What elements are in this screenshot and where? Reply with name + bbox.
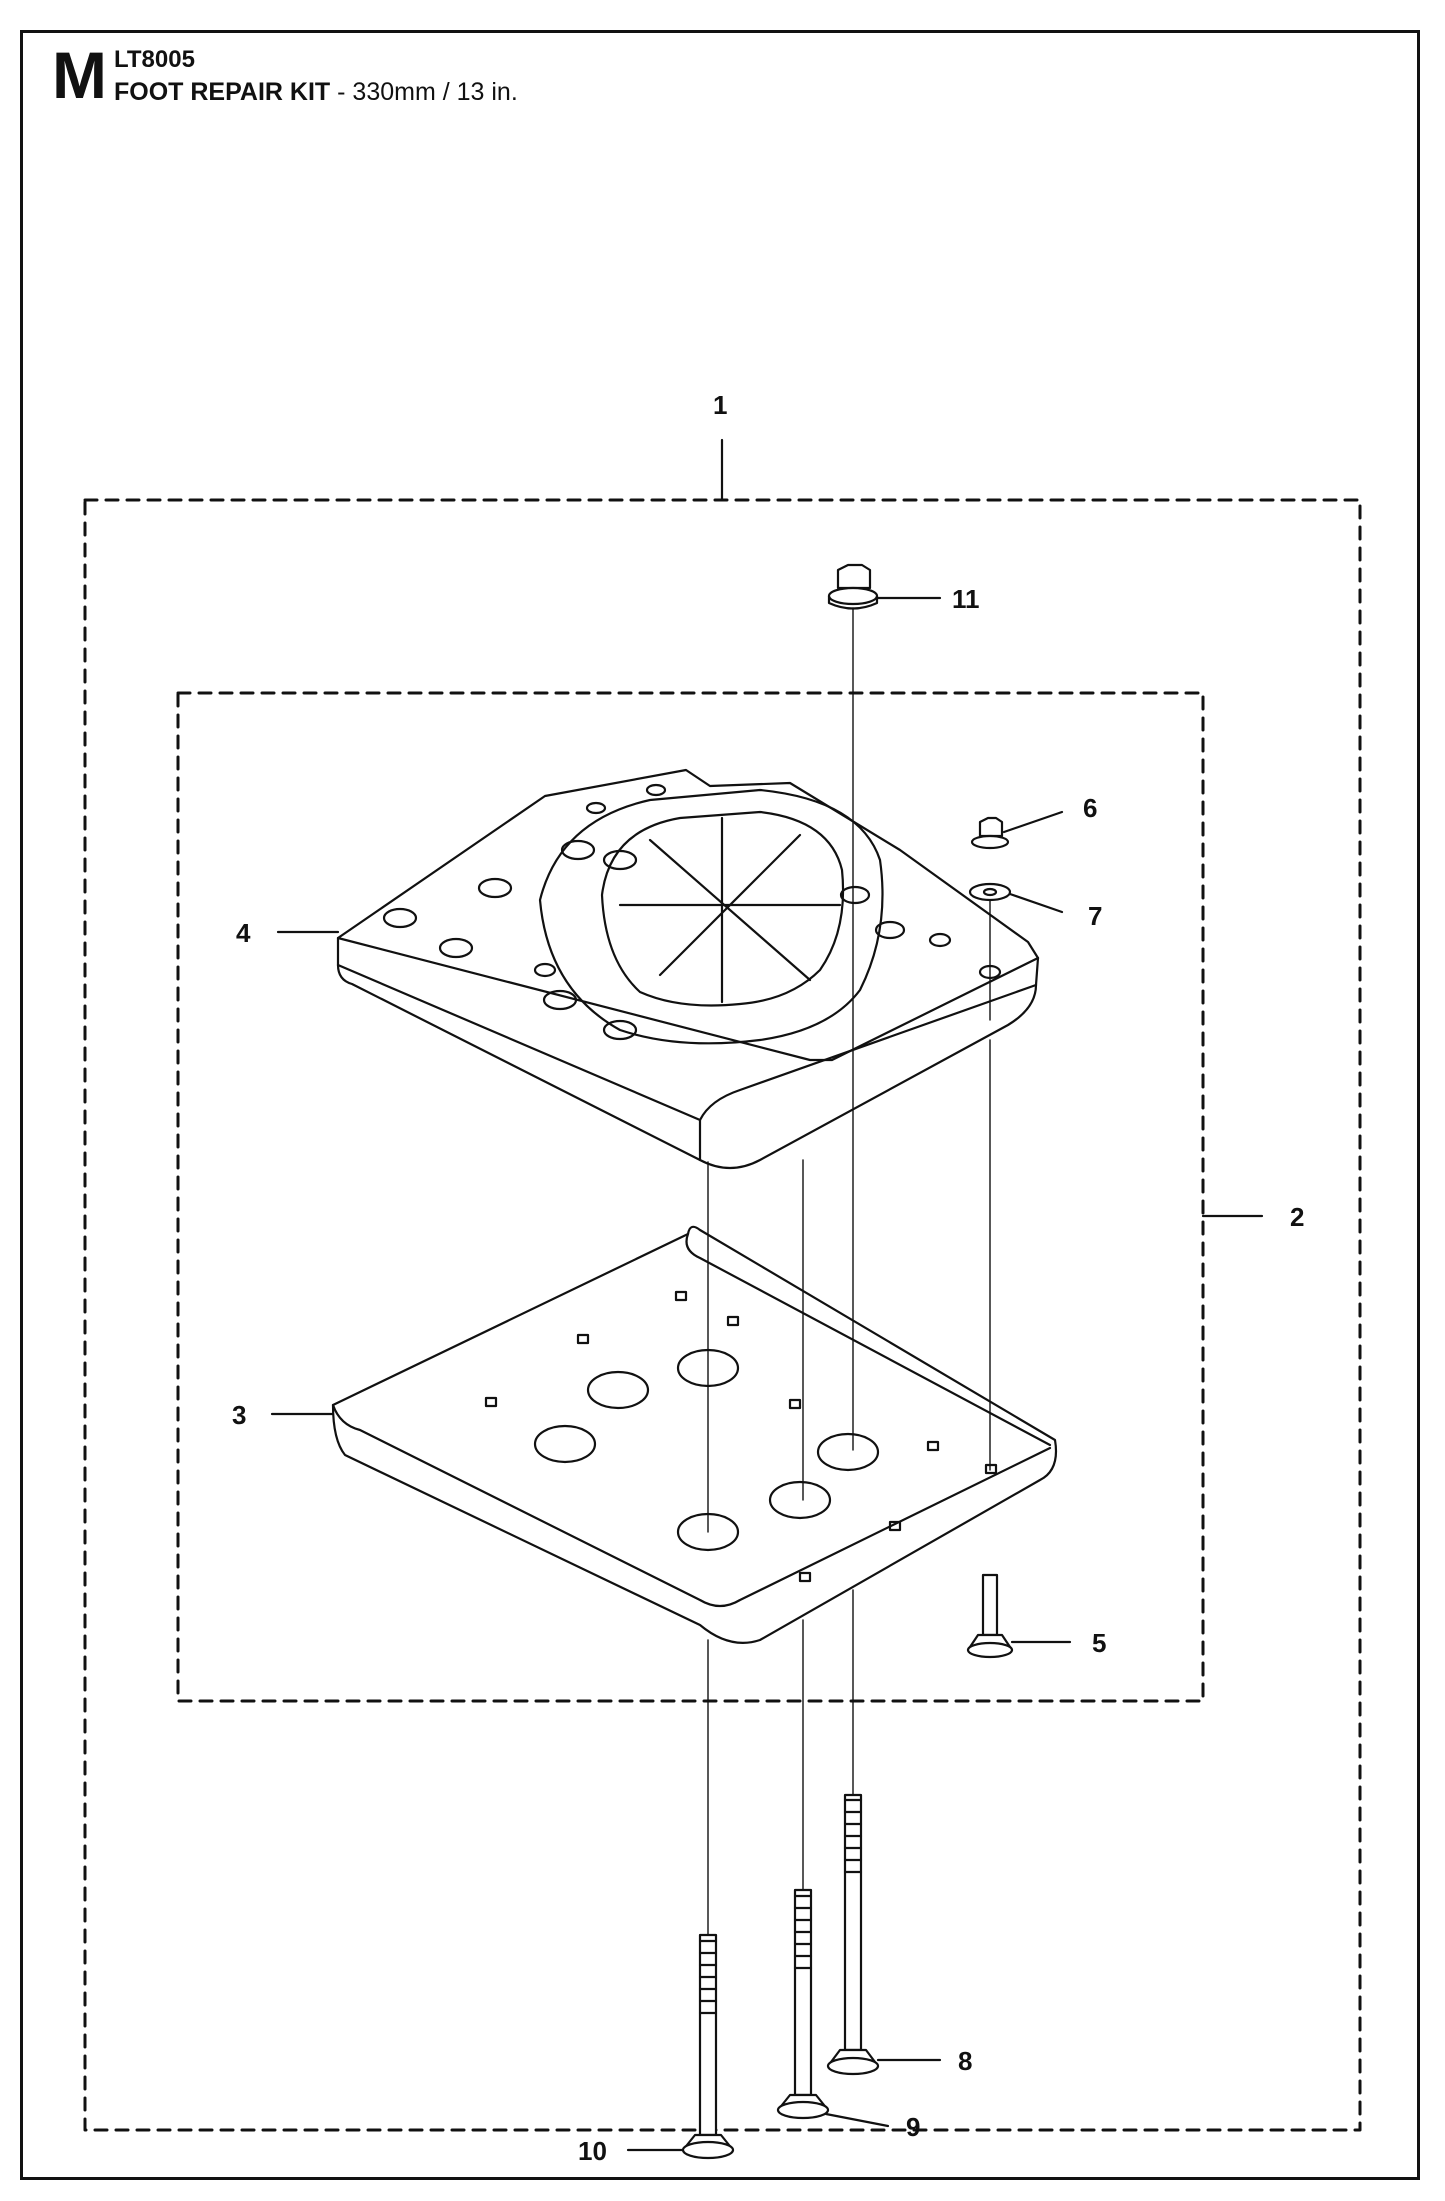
kit-size: - 330mm / 13 in.	[330, 78, 518, 106]
nut-11-drawing	[827, 563, 879, 610]
callout-9: 9	[906, 2112, 920, 2142]
page-title: FOOT REPAIR KIT - 330mm / 13 in.	[114, 80, 518, 105]
nut-6-drawing	[970, 816, 1010, 850]
section-letter: M	[52, 38, 107, 112]
callout-5: 5	[1092, 1628, 1106, 1658]
callout-8: 8	[958, 2046, 972, 2076]
callout-6: 6	[1083, 793, 1097, 823]
callout-11: 11	[952, 584, 980, 614]
callout-7: 7	[1088, 901, 1102, 931]
model-number: LT8005	[114, 46, 195, 73]
page-frame	[20, 30, 1420, 2180]
callout-3: 3	[232, 1400, 246, 1430]
callout-4: 4	[236, 918, 251, 948]
callout-10: 10	[578, 2136, 607, 2166]
bolt-5-drawing	[966, 1573, 1014, 1659]
leader-7	[1008, 892, 1064, 914]
bolt-9-drawing	[776, 1888, 830, 2120]
callout-1: 1	[713, 390, 727, 420]
leader-6	[1002, 810, 1064, 834]
foot-group-outline	[176, 691, 1205, 1703]
bolt-8-drawing	[826, 1793, 880, 2076]
skid-plate-drawing	[331, 1225, 1058, 1644]
leader-9	[824, 2112, 890, 2128]
foot-body-drawing	[336, 768, 1040, 1170]
bolt-10-drawing	[681, 1933, 735, 2160]
callout-2: 2	[1290, 1202, 1304, 1232]
kit-title: FOOT REPAIR KIT	[114, 78, 331, 106]
washer-7-drawing	[968, 882, 1012, 902]
